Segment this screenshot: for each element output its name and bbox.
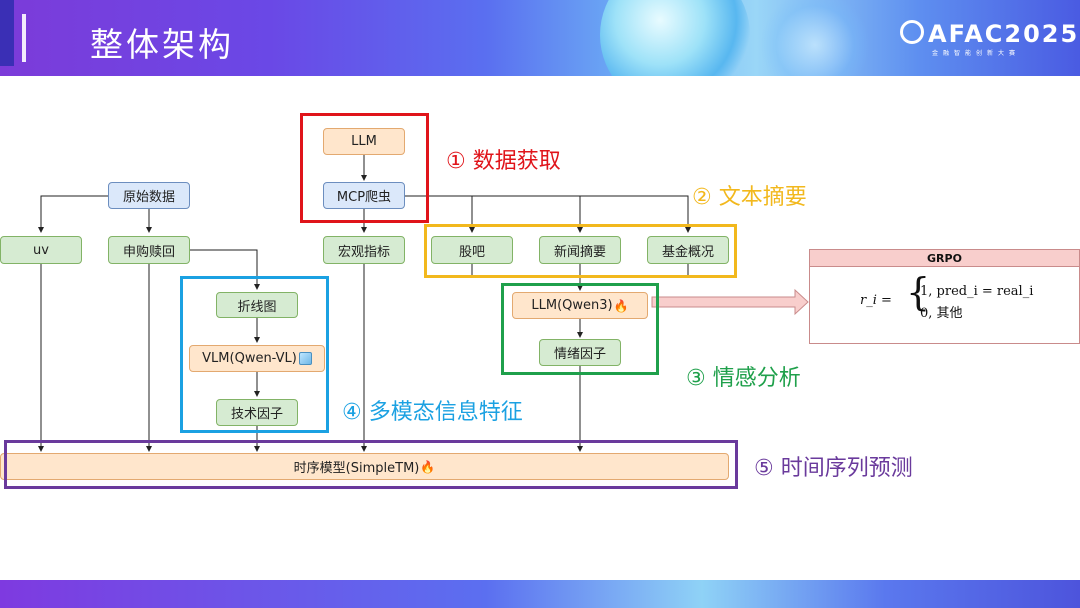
raw-data-node: 原始数据 xyxy=(108,182,190,209)
line-chart-node: 折线图 xyxy=(216,292,298,318)
footer-banner xyxy=(0,580,1080,608)
subscribe-redeem-node: 申购赎回 xyxy=(108,236,190,264)
cube-icon xyxy=(298,352,312,365)
decorative-orb xyxy=(760,0,870,76)
header-banner: 整体架构 AFAC2025 金融智能创新大赛 xyxy=(0,0,1080,76)
text-summary-frame xyxy=(424,224,737,278)
grpo-title: GRPO xyxy=(810,250,1079,267)
forecast-frame xyxy=(4,440,738,489)
llm-qwen3-label: LLM(Qwen3) xyxy=(531,298,613,313)
logo-subtitle: 金融智能创新大赛 xyxy=(932,50,1021,57)
logo-ring-icon xyxy=(900,20,924,44)
grpo-formula-lhs: r_i = xyxy=(860,293,892,308)
vlm-node: VLM(Qwen-VL) xyxy=(189,345,325,372)
macro-indicator-node: 宏观指标 xyxy=(323,236,405,264)
emotion-factor-node: 情绪因子 xyxy=(539,339,621,366)
news-summary-node: 新闻摘要 xyxy=(539,236,621,264)
fire-icon: 🔥 xyxy=(613,298,629,313)
fund-overview-node: 基金概况 xyxy=(647,236,729,264)
vlm-label: VLM(Qwen-VL) xyxy=(202,351,297,366)
grpo-arrow xyxy=(651,288,809,316)
time-series-model-label: 时序模型(SimpleTM) xyxy=(293,461,420,476)
uv-node: uv xyxy=(0,236,82,264)
data-acquisition-frame xyxy=(300,113,429,223)
llm-qwen3-node: LLM(Qwen3)🔥 xyxy=(512,292,648,319)
time-series-model-node: 时序模型(SimpleTM)🔥 xyxy=(0,453,729,480)
mcp-crawler-node: MCP爬虫 xyxy=(323,182,405,209)
multimodal-frame xyxy=(180,276,329,433)
fire-icon: 🔥 xyxy=(420,459,436,474)
tech-factor-node: 技术因子 xyxy=(216,399,298,426)
logo-text: AFAC2025 xyxy=(928,20,1080,48)
stage-label-text-summary: ② 文本摘要 xyxy=(692,185,807,210)
header-accent-line xyxy=(22,14,26,62)
stage-label-multimodal: ④ 多模态信息特征 xyxy=(342,400,523,425)
decorative-orb xyxy=(600,0,750,76)
guba-node: 股吧 xyxy=(431,236,513,264)
afac-logo: AFAC2025 xyxy=(900,20,1079,48)
stage-label-data-acquisition: ① 数据获取 xyxy=(446,149,561,174)
grpo-case-2: 0, 其他 xyxy=(920,306,963,321)
stage-label-sentiment: ③ 情感分析 xyxy=(686,366,801,391)
brace-icon: { xyxy=(906,270,931,314)
header-accent xyxy=(0,0,14,66)
sentiment-frame xyxy=(501,283,659,375)
grpo-case-1: 1, pred_i = real_i xyxy=(920,284,1034,299)
llm-node: LLM xyxy=(323,128,405,155)
page-title: 整体架构 xyxy=(90,25,234,64)
grpo-box: GRPO r_i = { 1, pred_i = real_i 0, 其他 xyxy=(809,249,1080,344)
stage-label-forecast: ⑤ 时间序列预测 xyxy=(754,456,913,481)
